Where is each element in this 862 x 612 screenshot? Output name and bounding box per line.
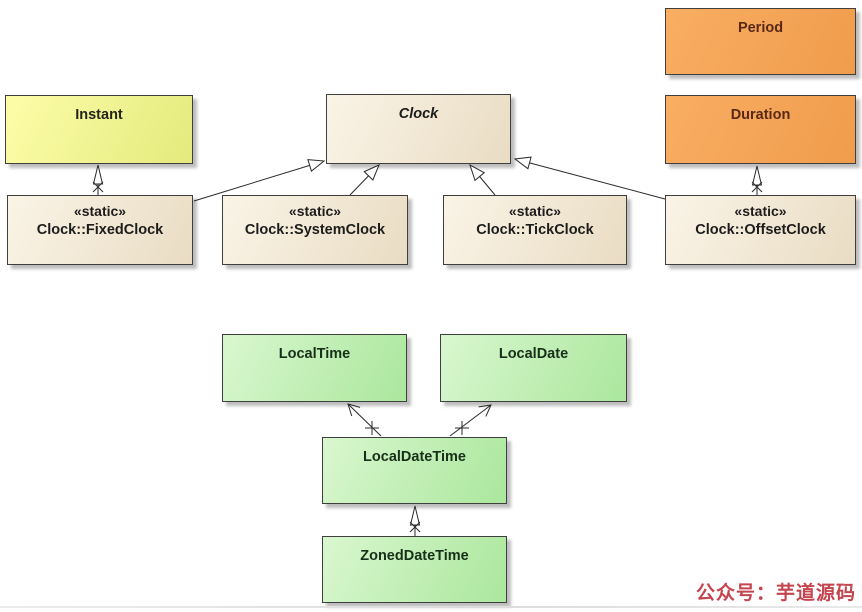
class-box-duration: Duration <box>665 95 856 164</box>
class-name: LocalDateTime <box>363 449 466 465</box>
page-bottom-divider <box>0 606 862 608</box>
class-name: ZonedDateTime <box>360 548 469 564</box>
class-box-zoned-date-time: ZonedDateTime <box>322 536 507 603</box>
class-name: Clock::TickClock <box>476 222 594 238</box>
class-box-fixed-clock: «static» Clock::FixedClock <box>7 195 193 265</box>
class-name: Clock <box>398 106 439 122</box>
edge-fixedclock-instant <box>92 164 104 195</box>
class-name: Period <box>737 20 784 36</box>
edge-systemclock-clock <box>349 164 380 196</box>
class-box-offset-clock: «static» Clock::OffsetClock <box>665 195 856 265</box>
class-name: LocalDate <box>498 346 569 362</box>
edge-offsetclock-clock <box>513 156 666 200</box>
stereotype-label: «static» <box>288 203 342 219</box>
class-name: LocalTime <box>278 346 351 362</box>
class-box-local-time: LocalTime <box>222 334 407 402</box>
class-box-system-clock: «static» Clock::SystemClock <box>222 195 408 265</box>
class-name: Duration <box>730 107 791 123</box>
class-box-local-date-time: LocalDateTime <box>322 437 507 504</box>
class-name: Clock::OffsetClock <box>695 222 826 238</box>
class-name: Instant <box>75 107 123 123</box>
stereotype-label: «static» <box>73 203 127 219</box>
class-name: Clock::SystemClock <box>244 222 386 238</box>
edge-localdatetime-localdate <box>449 404 492 437</box>
edge-zoneddatetime-localdatetime <box>409 505 421 536</box>
class-box-instant: Instant <box>5 95 193 164</box>
stereotype-label: «static» <box>734 203 787 219</box>
class-box-local-date: LocalDate <box>440 334 627 402</box>
edge-offsetclock-duration <box>751 165 763 195</box>
class-box-clock: Clock <box>326 94 511 164</box>
watermark-text: 公众号：芋道源码 <box>695 583 856 604</box>
edge-tickclock-clock <box>469 163 496 196</box>
edge-localdatetime-localtime <box>347 403 382 437</box>
stereotype-label: «static» <box>508 203 562 219</box>
class-name: Clock::FixedClock <box>36 222 164 238</box>
class-box-tick-clock: «static» Clock::TickClock <box>443 195 627 265</box>
class-box-period: Period <box>665 8 856 75</box>
